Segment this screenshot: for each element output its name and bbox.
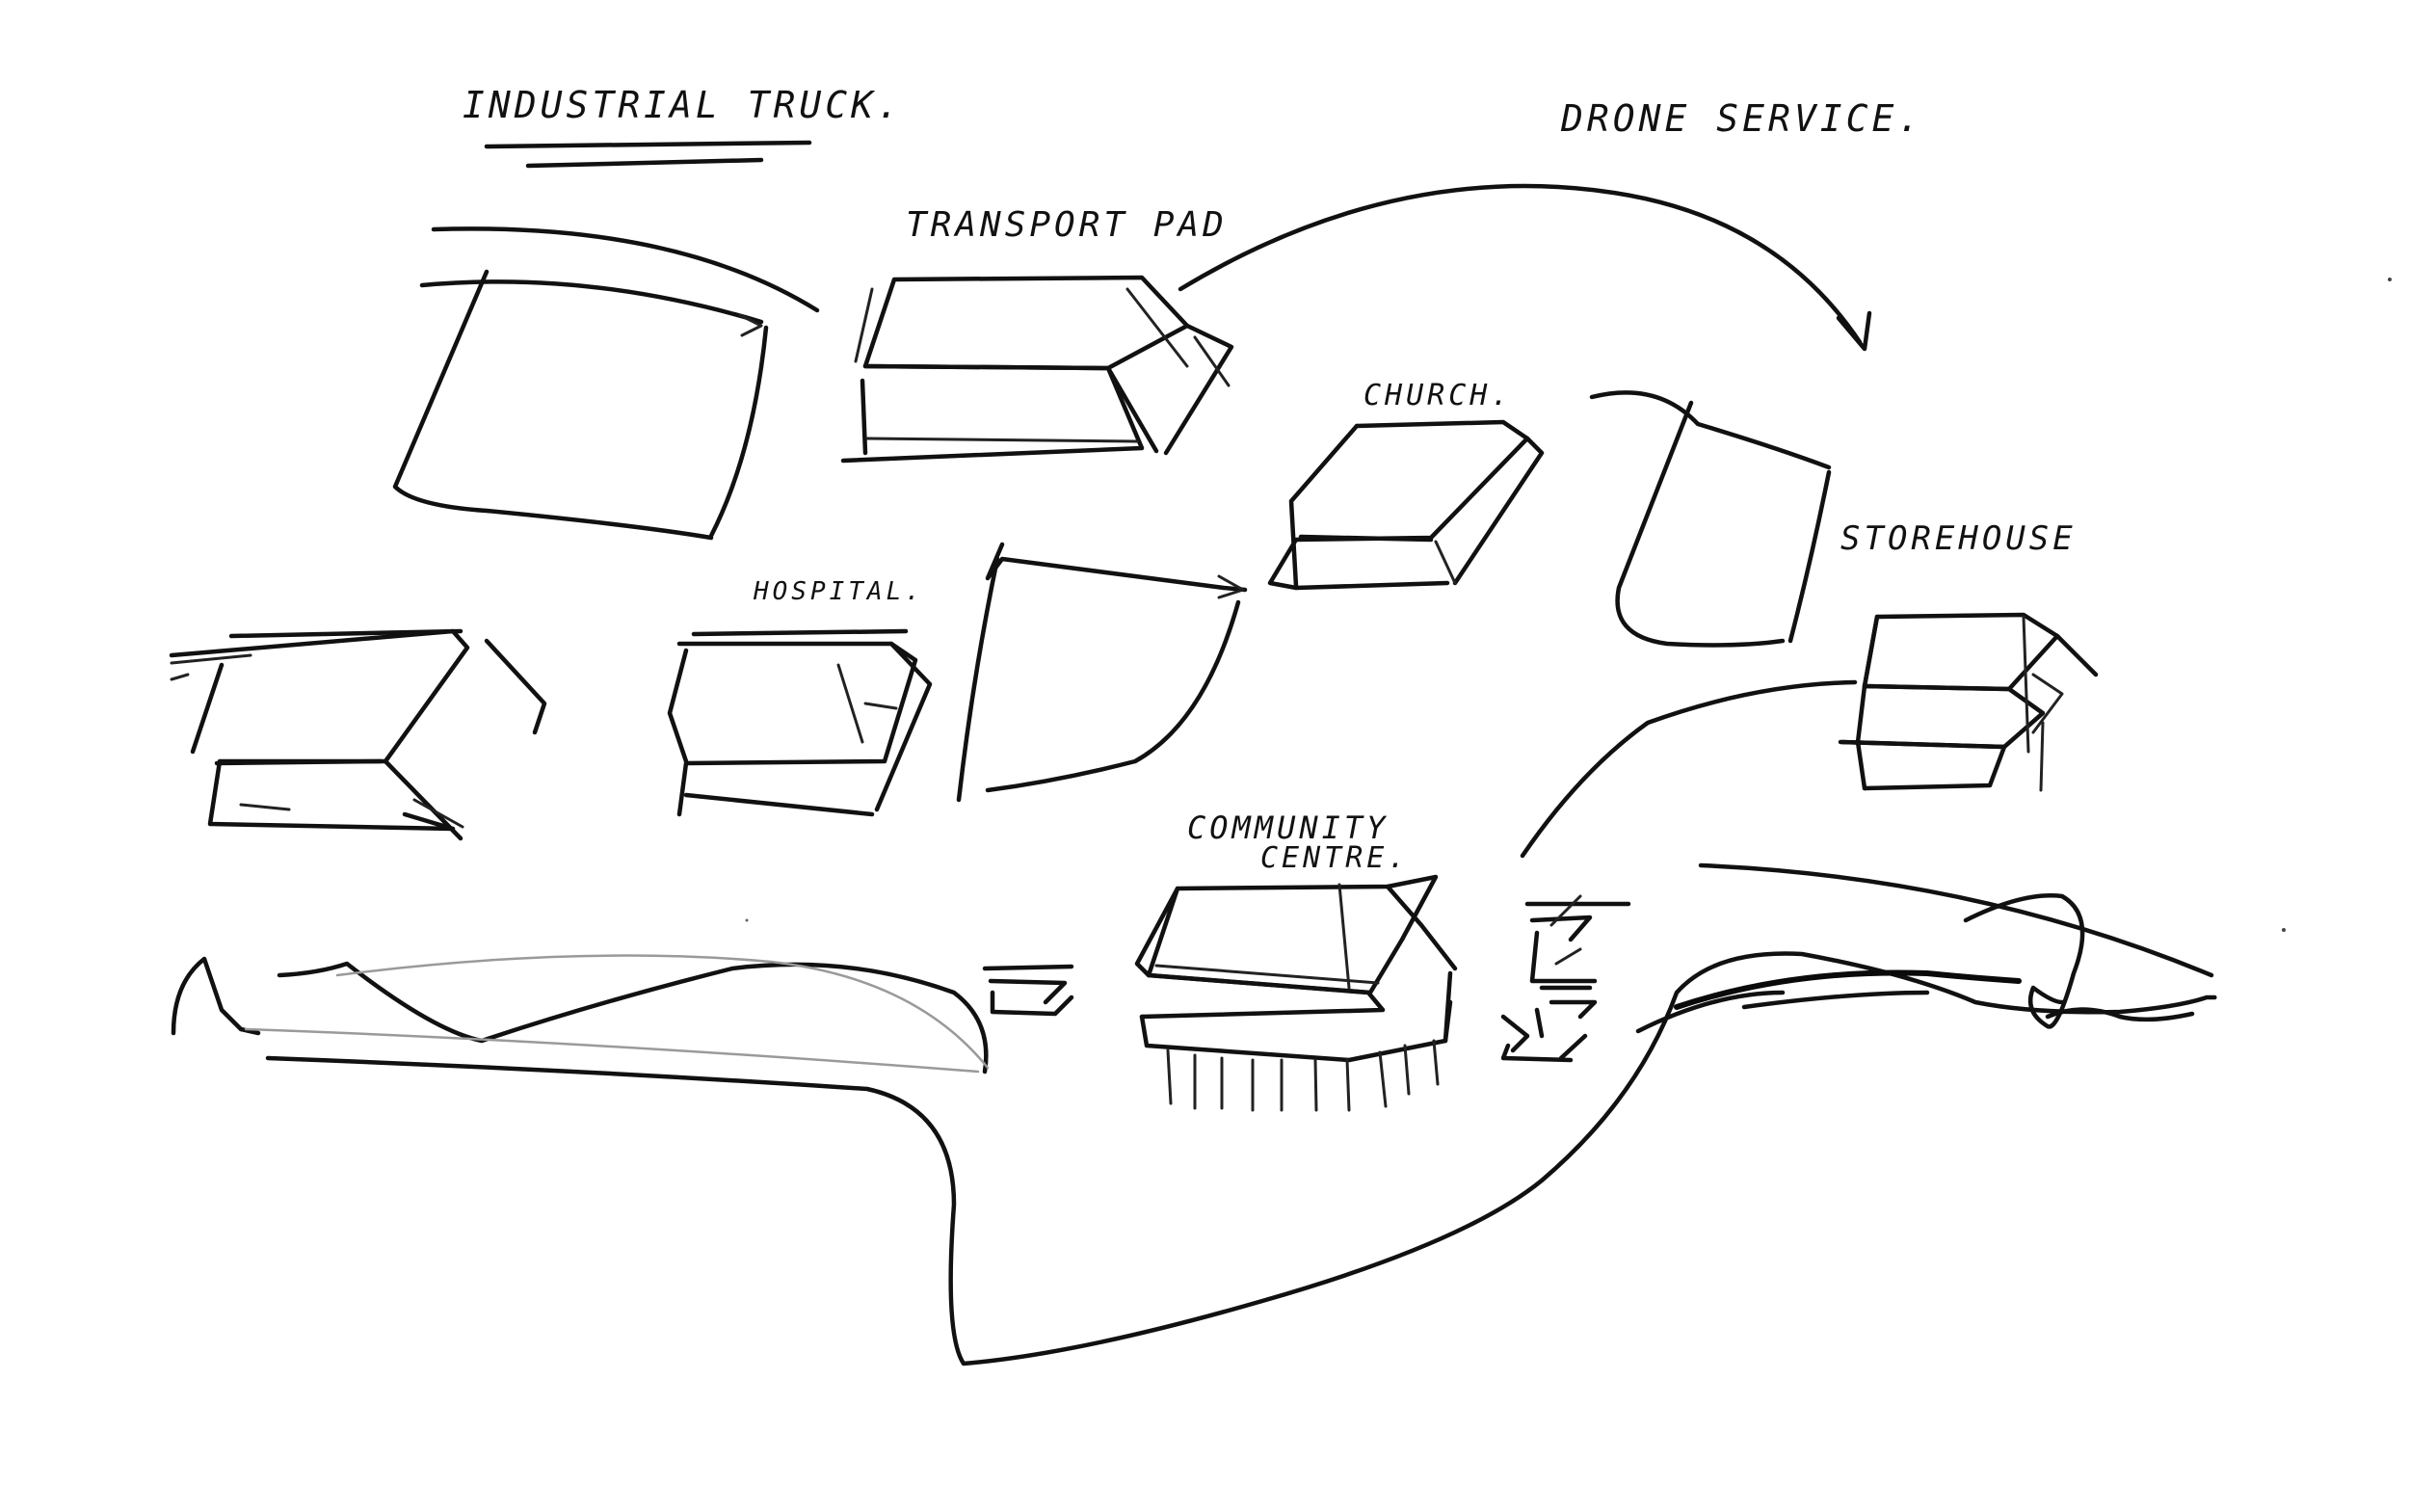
storehouse-parcel (1589, 390, 1832, 648)
underline-industrial-track (484, 140, 812, 169)
label-transport-pad: TRANSPORT PAD (906, 205, 1228, 245)
main-road-left (171, 954, 990, 1074)
label-storehouse: STOREHOUSE (1840, 519, 2077, 558)
outer-road-loop (265, 951, 2217, 1366)
east-road-ribbon (1520, 679, 2214, 1034)
transport-pad-building (840, 275, 1234, 464)
small-house-west (982, 964, 1074, 1017)
small-houses-east-cluster (1500, 894, 1631, 1063)
scan-speck (745, 918, 749, 922)
industrial-track-parcel (392, 226, 820, 541)
label-community-centre-line1: COMMUNITY (1187, 809, 1389, 846)
label-church: CHURCH. (1363, 379, 1512, 412)
label-hospital: HOSPITAL. (753, 577, 924, 606)
central-parcel (956, 542, 1248, 803)
drone-flight-path (1178, 183, 1872, 352)
label-community-centre-line2: CENTRE. (1260, 841, 1409, 875)
scan-speck (2388, 278, 2392, 281)
hospital-building (667, 628, 933, 817)
church-building (1267, 419, 1545, 591)
storehouse-building (1838, 612, 2099, 792)
community-centre-building (1134, 874, 1458, 1112)
label-drone-service: DRONE SERVICE. (1560, 97, 1923, 140)
label-industrial-track: INDUSTRIAL TRUCK. (463, 84, 903, 126)
west-building (169, 628, 547, 841)
scan-speck (2282, 928, 2286, 932)
